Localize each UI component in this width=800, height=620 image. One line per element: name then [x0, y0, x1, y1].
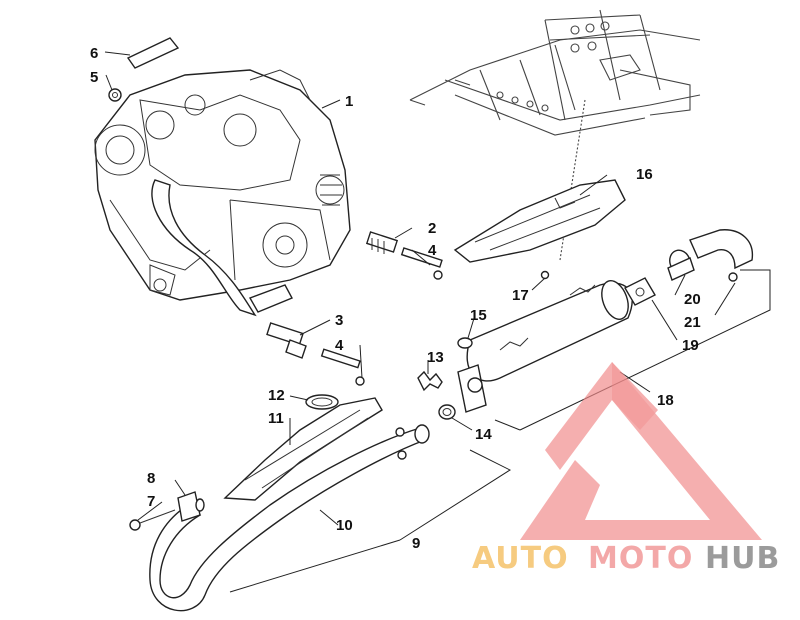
callout-labels: 1 2 3 4 4 5 6 7 8 9 10 11 12 13 14 15 16… — [90, 45, 701, 552]
chassis-frame — [409, 9, 701, 261]
callout-4-lower: 4 — [335, 337, 344, 354]
bolt-7 — [129, 509, 176, 531]
nut-5 — [108, 88, 122, 102]
heat-shield-11 — [223, 397, 383, 501]
tailpipe-20 — [667, 229, 754, 281]
callout-1: 1 — [345, 93, 353, 110]
bolt-21 — [728, 272, 738, 282]
stud-3-assembly — [266, 322, 365, 386]
callout-21: 21 — [684, 314, 701, 331]
watermark-hub: HUB — [705, 541, 780, 576]
callout-17: 17 — [512, 287, 529, 304]
callout-15: 15 — [470, 307, 487, 324]
leader-lines — [104, 51, 771, 593]
watermark-moto: MOTO — [588, 541, 693, 576]
callout-20: 20 — [684, 291, 701, 308]
callout-12: 12 — [268, 387, 285, 404]
callout-8: 8 — [147, 470, 155, 487]
heat-shield-16 — [453, 179, 626, 280]
stud-2-assembly — [365, 231, 443, 280]
grommet-15 — [457, 337, 473, 349]
spring-13 — [417, 370, 443, 392]
callout-18: 18 — [657, 392, 674, 409]
decal-plate — [126, 37, 180, 69]
callout-13: 13 — [427, 349, 444, 366]
callout-4-upper: 4 — [428, 242, 437, 259]
gasket-19 — [624, 277, 656, 306]
gasket-14 — [438, 404, 456, 420]
flange-8 — [177, 491, 205, 522]
watermark-triangle — [520, 362, 762, 540]
watermark-auto: AUTO — [472, 541, 569, 576]
callout-14: 14 — [475, 426, 492, 443]
callout-5: 5 — [90, 69, 98, 86]
callout-10: 10 — [336, 517, 353, 534]
callout-6: 6 — [90, 45, 98, 62]
callout-16: 16 — [636, 166, 653, 183]
callout-3: 3 — [335, 312, 343, 329]
callout-11: 11 — [268, 410, 284, 427]
callout-19: 19 — [682, 337, 699, 354]
watermark-logo: AUTO MOTO HUB — [472, 362, 780, 576]
muffler-18 — [457, 280, 633, 413]
engine-assembly — [94, 69, 351, 317]
callout-7: 7 — [147, 493, 155, 510]
callout-9: 9 — [412, 535, 420, 552]
clamp-12 — [305, 394, 339, 410]
callout-2: 2 — [428, 220, 436, 237]
